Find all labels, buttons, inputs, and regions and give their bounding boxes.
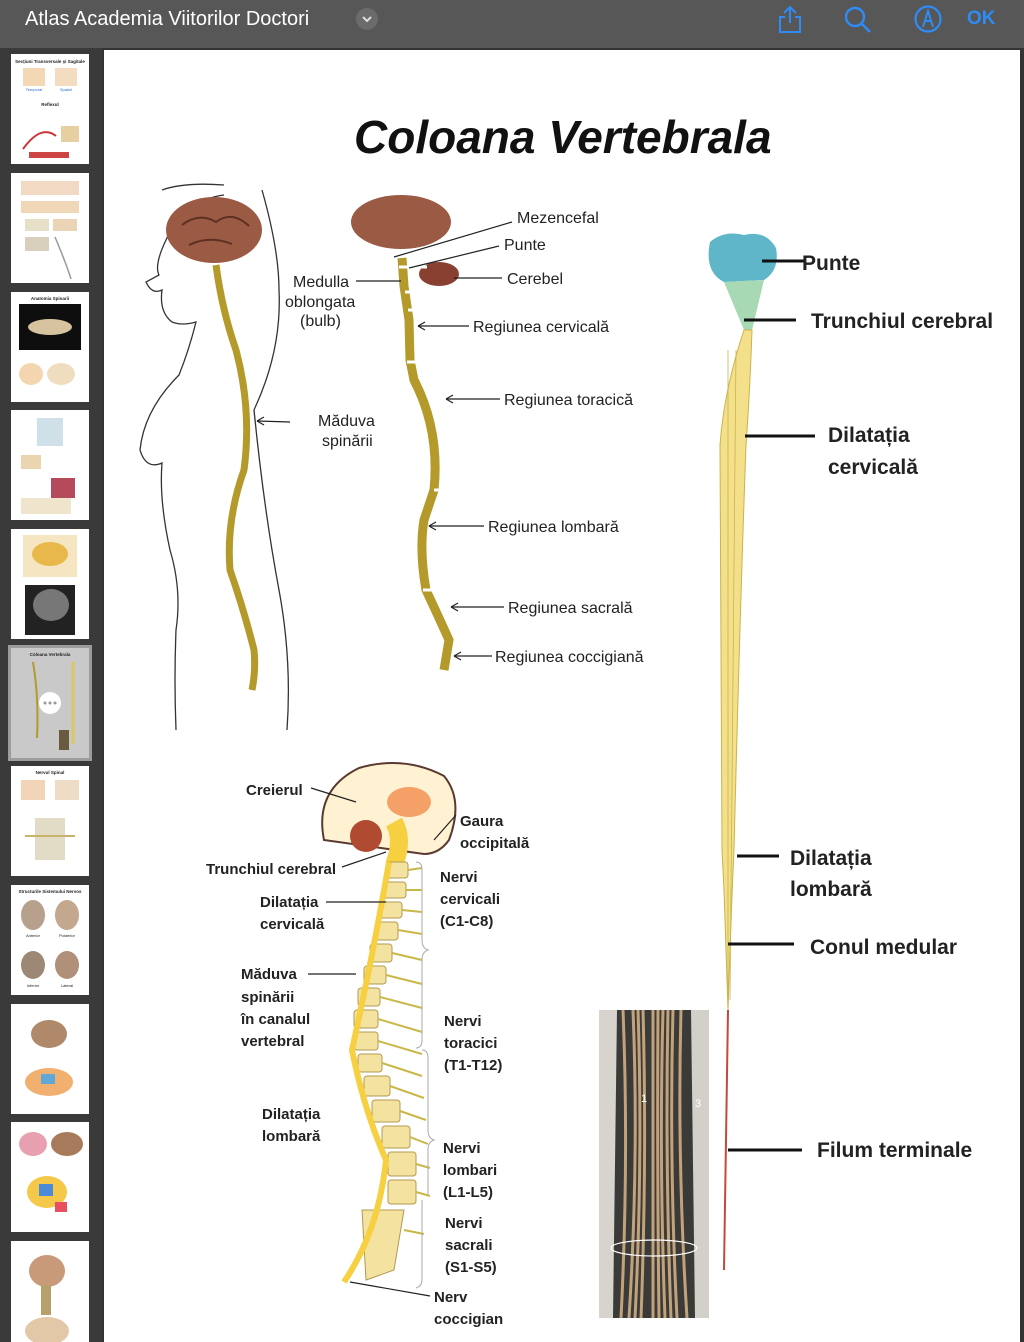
label-dil-cerv-left-1: Dilatația <box>260 894 319 911</box>
label-dil-cerv-right-2: cervicală <box>828 456 918 479</box>
figure-cerebellum-section <box>350 820 382 852</box>
photo-cauda-equina: 1 3 <box>599 1010 709 1318</box>
thumb-label: Lateral <box>61 983 73 988</box>
label-dil-lomb-left-1: Dilatația <box>262 1106 321 1123</box>
thumb-title: Coloana Vertebrala <box>30 652 71 657</box>
label-gaura-2: occipitală <box>460 835 530 852</box>
page-thumbnail-6-selected[interactable]: Coloana Vertebrala <box>8 645 92 761</box>
page-thumbnail-1[interactable]: Secțiuni Transversale și Sagitale Tempor… <box>11 54 89 164</box>
label-dil-cerv-right-1: Dilatația <box>828 424 910 447</box>
label-trunchiul-right: Trunchiul cerebral <box>811 310 993 333</box>
label-cerebel: Cerebel <box>507 271 563 288</box>
label-dil-lomb-left-2: lombară <box>262 1128 321 1145</box>
label-lomb-nerves-2: lombari <box>443 1162 497 1179</box>
thumb-title: Secțiuni Transversale și Sagitale <box>15 59 85 65</box>
label-maduva-left-4: vertebral <box>241 1033 304 1050</box>
figure-brain <box>166 197 262 263</box>
photo-mark-1: 1 <box>641 1093 647 1105</box>
label-lomb-nerves-3: (L1-L5) <box>443 1184 493 1201</box>
thumb-label: Anterior <box>26 933 41 938</box>
share-icon[interactable] <box>775 4 805 34</box>
markup-icon[interactable] <box>913 4 943 34</box>
page-thumbnail-4[interactable] <box>11 410 89 520</box>
label-tor-nerves-2: toracici <box>444 1035 497 1052</box>
document-title-button[interactable]: Atlas Academia Viitorilor Doctori <box>25 8 310 30</box>
label-filum: Filum terminale <box>817 1139 972 1162</box>
page-thumbnail-3[interactable]: Anatomia Spinarii <box>11 292 89 402</box>
thumb-title: Structurile Sistemului Nervos <box>18 889 82 894</box>
label-gaura-1: Gaura <box>460 813 504 830</box>
label-cocc-nerve-2: coccigian <box>434 1311 503 1328</box>
document-page: Coloana Vertebrala Măduva spinării Mezen… <box>104 50 1020 1342</box>
figure-filum-terminale <box>723 1009 729 1271</box>
figure-brain-section <box>321 762 457 856</box>
figure-spinal-regions: Măduva spinării Mezencefal Punte Cerebel… <box>139 183 644 731</box>
label-tor-nerves-1: Nervi <box>444 1013 482 1030</box>
thumb-label: Inferior <box>27 983 40 988</box>
label-sac-nerves-3: (S1-S5) <box>445 1259 497 1276</box>
label-punte-right: Punte <box>802 252 860 275</box>
label-lombara: Regiunea lombară <box>488 519 619 536</box>
label-coccigiana: Regiunea coccigiană <box>495 649 644 666</box>
thumb-label: Temporal <box>26 87 43 92</box>
label-dil-lomb-right-1: Dilatația <box>790 847 872 870</box>
label-sac-nerves-1: Nervi <box>445 1215 483 1232</box>
thumb-label: Posterior <box>59 933 76 938</box>
label-cerv-nerves-1: Nervi <box>440 869 478 886</box>
label-medulla-3: (bulb) <box>300 313 341 330</box>
figure-cord-segmented <box>397 257 454 671</box>
label-conul: Conul medular <box>810 936 957 959</box>
label-maduva-left-1: Măduva <box>241 966 298 983</box>
page-thumbnail-9[interactable] <box>11 1004 89 1114</box>
figure-cord-in-canal <box>341 861 392 1284</box>
figure-spinal-cord <box>212 264 259 691</box>
label-medulla-1: Medulla <box>293 274 349 291</box>
figure-brainstem <box>724 280 764 330</box>
page-thumbnail-7[interactable]: Nervul Spinal <box>11 766 89 876</box>
label-maduva-2: spinării <box>322 433 373 450</box>
thumb-title: Nervul Spinal <box>36 770 65 775</box>
thumb-label: Spațiul <box>60 87 72 92</box>
figure-pons <box>708 233 777 282</box>
label-cerv-nerves-3: (C1-C8) <box>440 913 493 930</box>
photo-mark-3: 3 <box>695 1098 701 1110</box>
label-maduva-left-3: în canalul <box>240 1011 310 1028</box>
label-medulla-2: oblongata <box>285 294 355 311</box>
label-maduva-left-2: spinării <box>241 989 294 1006</box>
figure-cerebellum <box>419 262 459 286</box>
label-punte: Punte <box>504 237 546 254</box>
label-cocc-nerve-1: Nerv <box>434 1289 468 1306</box>
label-cerv-nerves-2: cervicali <box>440 891 500 908</box>
label-trunchiul-left: Trunchiul cerebral <box>206 861 336 878</box>
figure-silhouette <box>139 183 290 731</box>
thumb-label: Reflexul <box>41 102 59 107</box>
figure-vertebral-column: Creierul Trunchiul cerebral Dilatația ce… <box>206 762 530 1328</box>
search-icon[interactable] <box>843 4 873 34</box>
label-lomb-nerves-1: Nervi <box>443 1140 481 1157</box>
page-thumbnail-8[interactable]: Structurile Sistemului Nervos Anterior P… <box>11 885 89 995</box>
top-bar: Atlas Academia Viitorilor Doctori OK <box>0 0 1024 48</box>
page-thumbnail-10[interactable] <box>11 1122 89 1232</box>
page-thumbnail-11[interactable] <box>11 1241 89 1342</box>
label-dil-lomb-right-2: lombară <box>790 878 872 901</box>
label-cervicala: Regiunea cervicală <box>473 319 609 336</box>
thumb-title: Anatomia Spinarii <box>31 296 69 301</box>
page-thumbnail-2[interactable] <box>11 173 89 283</box>
label-mezencefal: Mezencefal <box>517 210 599 227</box>
label-sac-nerves-2: sacrali <box>445 1237 493 1254</box>
chevron-down-icon[interactable] <box>356 8 378 30</box>
thumbnail-sidebar[interactable]: Secțiuni Transversale și Sagitale Tempor… <box>0 48 102 1342</box>
label-dil-cerv-left-2: cervicală <box>260 916 325 933</box>
figure-spinal-cord-anatomy: Punte Trunchiul cerebral Dilatația cervi… <box>708 233 993 1271</box>
page-thumbnail-5[interactable] <box>11 529 89 639</box>
figure-brain-2 <box>351 195 451 249</box>
label-toracica: Regiunea toracică <box>504 392 633 409</box>
page-title: Coloana Vertebrala <box>354 111 772 163</box>
ok-button[interactable]: OK <box>967 8 996 29</box>
label-creierul: Creierul <box>246 782 303 799</box>
label-tor-nerves-3: (T1-T12) <box>444 1057 502 1074</box>
label-maduva-1: Măduva <box>318 413 375 430</box>
label-sacrala: Regiunea sacrală <box>508 600 633 617</box>
